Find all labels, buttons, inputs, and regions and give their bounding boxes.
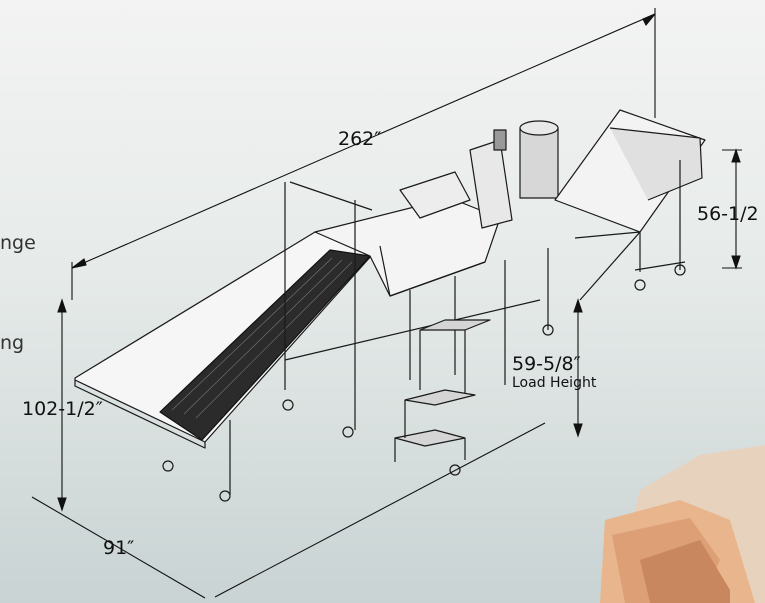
total-height-label: 102-1/2″ <box>22 398 103 420</box>
dimension-lines <box>31 8 742 599</box>
left-text-fragment: nge <box>0 232 36 254</box>
overall-length-label: 262″ <box>338 128 382 150</box>
conveyor-machine <box>74 109 706 502</box>
width-label: 91″ <box>103 537 135 559</box>
incline-height-label: 56-1/2 <box>697 203 759 225</box>
bread-product-photo <box>600 445 765 603</box>
load-height-caption: Load Height <box>512 375 597 391</box>
left-text-fragment: ng <box>0 332 25 354</box>
load-height-value: 59-5/8″ <box>512 353 581 375</box>
